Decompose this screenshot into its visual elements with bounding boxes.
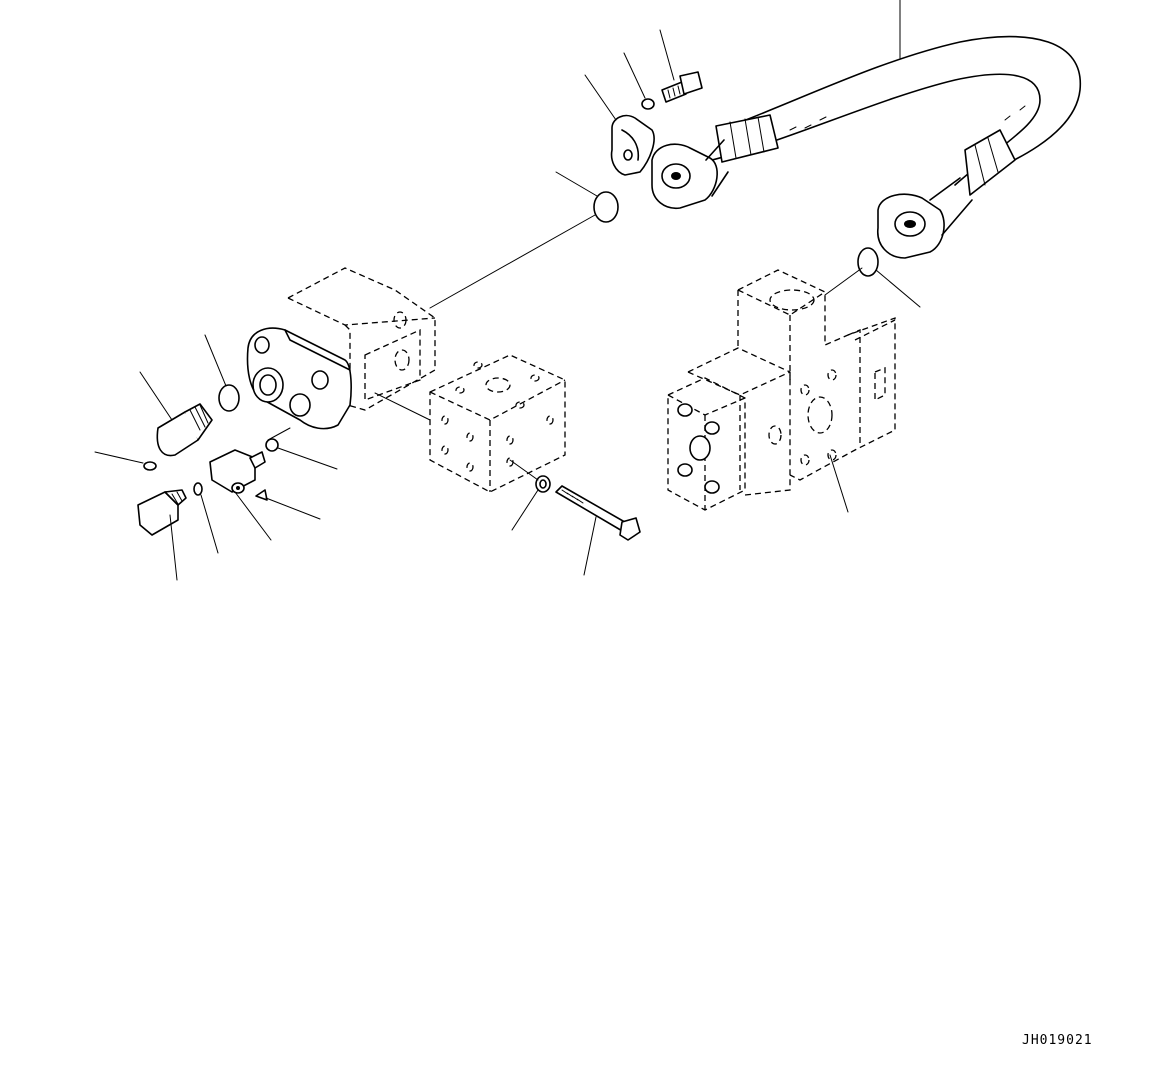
spacer-block-middle — [375, 355, 565, 492]
o-ring-small-left — [95, 452, 156, 470]
hose-assembly — [652, 0, 1080, 258]
valve-body-right — [668, 270, 895, 512]
o-ring-flange-right — [825, 248, 920, 307]
flange-bolt — [660, 30, 702, 102]
plug-small — [256, 490, 320, 519]
elbow-adapter — [210, 450, 271, 540]
split-flange-half — [585, 75, 654, 175]
o-ring-switch — [194, 483, 218, 553]
long-bolt — [556, 486, 640, 575]
washer — [624, 53, 654, 109]
pressure-switch — [138, 490, 186, 580]
pressure-sensor — [140, 372, 212, 456]
drawing-ref-label: JH019021 — [1022, 1033, 1093, 1048]
bolt-washer — [510, 460, 550, 530]
o-ring-adapter — [266, 428, 337, 469]
valve-body-left — [248, 268, 436, 429]
o-ring-flange-left — [430, 172, 618, 308]
o-ring-sensor — [205, 335, 239, 411]
